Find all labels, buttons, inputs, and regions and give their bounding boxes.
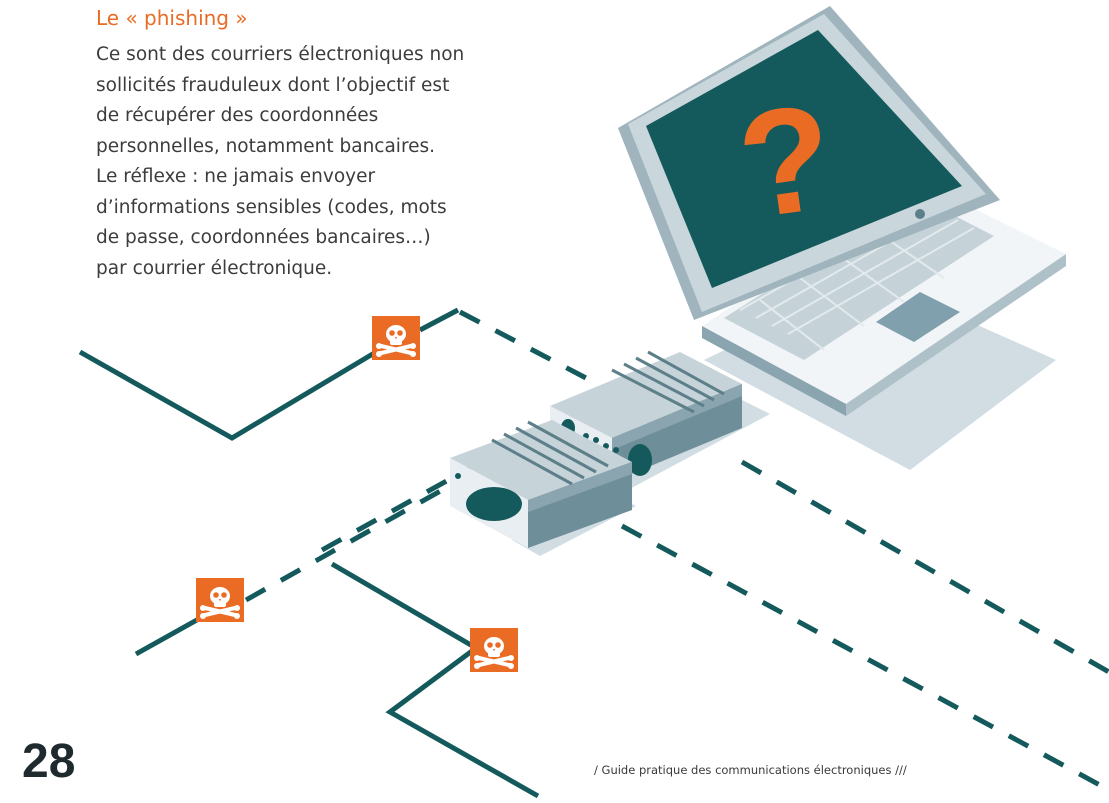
- skull-crossbones-icon: [370, 314, 422, 362]
- skull-crossbones-icon: [194, 576, 246, 624]
- body-paragraph: Ce sont des courriers électroniques non …: [96, 40, 566, 284]
- paragraph-line: Ce sont des courriers électroniques non: [96, 44, 465, 65]
- footer-text: / Guide pratique des communications élec…: [594, 763, 907, 777]
- dashed-network-lines: [244, 309, 1109, 793]
- page-number: 28: [22, 735, 76, 788]
- paragraph-line: personnelles, notamment bancaires.: [96, 135, 436, 157]
- network-lines: [78, 307, 540, 799]
- paragraph-line: de passe, coordonnées bancaires…): [96, 227, 431, 248]
- paragraph-line: Le réflexe : ne jamais envoyer: [96, 166, 376, 187]
- paragraph-line: de récupérer des coordonnées: [96, 105, 379, 126]
- skull-crossbones-icon: [468, 626, 520, 674]
- section-heading: Le « phishing »: [96, 6, 248, 30]
- paragraph-line: d’informations sensibles (codes, mots: [96, 196, 447, 218]
- paragraph-line: par courrier électronique.: [96, 257, 333, 279]
- modem-icon-front: [450, 420, 636, 556]
- paragraph-line: sollicités frauduleux dont l’objectif es…: [96, 74, 450, 96]
- modem-icon: [550, 350, 770, 492]
- laptop-icon: ?: [618, 6, 1066, 470]
